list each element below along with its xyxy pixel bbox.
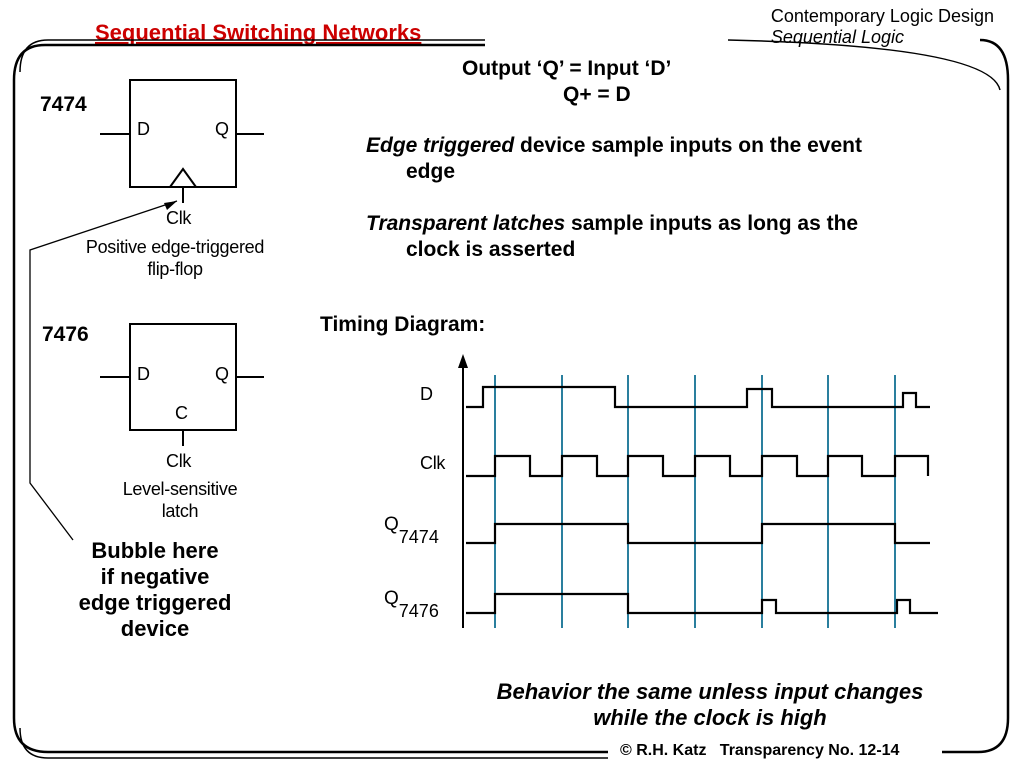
- flip-flop-7474-symbol: [100, 79, 264, 203]
- timing-label-q7474-sub: 7474: [398, 527, 439, 547]
- waveform-clk: [466, 454, 930, 478]
- course-topic: Sequential Logic: [770, 27, 904, 47]
- bubble-note-line: Bubble here: [91, 538, 219, 563]
- equation-next-state: Q+ = D: [563, 83, 631, 106]
- transparent-latch-continuation: clock is asserted: [406, 238, 576, 261]
- bubble-note: Bubble here if negative edge triggered d…: [40, 538, 270, 642]
- waveform-d: [466, 385, 930, 409]
- ff7474-edge-triangle-icon: [169, 167, 197, 188]
- latch7476-q-pin: Q: [215, 364, 229, 384]
- edge-triggered-statement: Edge triggered device sample inputs on t…: [366, 134, 862, 158]
- timing-label-q7474: Q7474: [384, 514, 439, 547]
- ff7474-caption-line1: Positive edge-triggered: [85, 237, 265, 257]
- equation-output: Output ‘Q’ = Input ‘D’: [462, 57, 672, 80]
- latch7476-clk-label: Clk: [166, 451, 192, 471]
- transparent-latch-term: Transparent latches: [366, 212, 566, 235]
- timing-axis-arrow-icon: [458, 354, 468, 368]
- latch7476-caption-line2: latch: [161, 501, 199, 521]
- timing-label-q7474-main: Q: [384, 514, 399, 535]
- bubble-note-line: edge triggered: [78, 590, 232, 615]
- conclusion-line2: while the clock is high: [593, 705, 827, 730]
- timing-diagram-title: Timing Diagram:: [320, 313, 486, 336]
- frame-bottom-inner: [19, 727, 608, 759]
- slide-title: Sequential Switching Networks: [95, 20, 422, 45]
- frame-corner-inner: [727, 39, 1001, 91]
- edge-triggered-desc: device sample inputs on the event: [514, 134, 862, 157]
- footer-credit: © R.H. Katz Transparency No. 12-14: [614, 742, 906, 760]
- slide-frame: [12, 38, 1010, 754]
- header-course-block: Contemporary Logic Design Sequential Log…: [771, 6, 994, 48]
- bubble-pointer-line: [29, 200, 178, 541]
- timing-label-d: D: [420, 384, 433, 404]
- edge-triggered-term: Edge triggered: [366, 134, 515, 157]
- latch7476-d-pin: D: [137, 364, 150, 384]
- waveform-q7474: [466, 522, 930, 545]
- waveform-q7476: [466, 592, 938, 615]
- bubble-pointer-arrowhead-icon: [164, 201, 177, 210]
- course-title: Contemporary Logic Design: [770, 6, 994, 26]
- transparent-latch-statement: Transparent latches sample inputs as lon…: [366, 212, 858, 236]
- bubble-note-line: device: [120, 616, 190, 641]
- timing-waveforms: [466, 385, 938, 615]
- ff7474-clk-label: Clk: [166, 208, 192, 228]
- timing-label-q7476-sub: 7476: [398, 601, 439, 621]
- frame-left-border: [12, 43, 608, 754]
- timing-label-q7476: Q7476: [384, 588, 439, 621]
- part-number-7476: 7476: [42, 323, 89, 346]
- conclusion: Behavior the same unless input changes w…: [440, 679, 980, 731]
- frame-top-inner: [19, 39, 485, 73]
- part-number-7474: 7474: [40, 93, 87, 116]
- latch7476-caption-line1: Level-sensitive: [122, 479, 238, 499]
- transparent-latch-desc: sample inputs as long as the: [565, 212, 859, 235]
- edge-triggered-continuation: edge: [406, 160, 456, 183]
- bubble-pointer: [29, 200, 178, 541]
- conclusion-line1: Behavior the same unless input changes: [496, 679, 924, 704]
- latch-7476-symbol: [100, 323, 264, 446]
- clock-edge-markers: [494, 375, 896, 628]
- latch7476-body: [129, 323, 237, 431]
- ff7474-d-pin: D: [137, 119, 150, 139]
- ff7474-q-pin: Q: [215, 119, 229, 139]
- ff7474-caption-line2: flip-flop: [147, 259, 203, 279]
- bubble-note-line: if negative: [100, 564, 210, 589]
- latch7476-c-pin: C: [175, 403, 188, 423]
- ff7474-body: [129, 79, 237, 188]
- timing-label-q7476-main: Q: [384, 588, 399, 609]
- timing-label-clk: Clk: [420, 453, 446, 473]
- frame-right-border: [942, 38, 1010, 754]
- slide-frame-inner: [19, 39, 1001, 759]
